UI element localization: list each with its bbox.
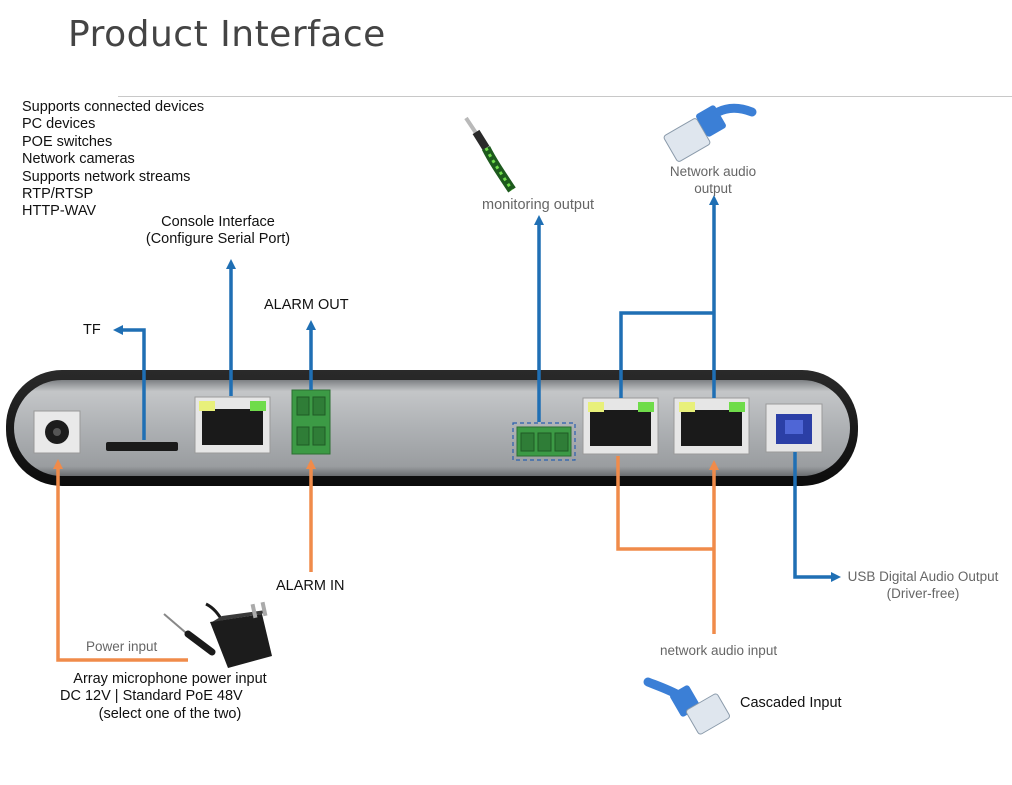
audio-jack-cable-icon — [464, 116, 516, 193]
monitoring-output-terminal — [512, 422, 576, 461]
ethernet-cable-icon — [643, 677, 730, 735]
alarm-out-label: ALARM OUT — [264, 297, 349, 313]
usb-b-port — [765, 403, 823, 453]
network-rj45-port-1 — [582, 397, 659, 455]
usb-digital-audio-output-label: USB Digital Audio Output (Driver-free) — [847, 569, 999, 602]
cascaded-input-label: Cascaded Input — [740, 695, 842, 711]
power-description: Array microphone power input DC 12V | St… — [60, 671, 267, 722]
supported-devices-list: Supports connected devices PC devices PO… — [22, 99, 204, 221]
input-arrows — [53, 456, 719, 662]
title-divider — [118, 96, 1012, 97]
list-item: HTTP-WAV — [22, 203, 97, 220]
list-item: RTP/RTSP — [22, 186, 94, 203]
page-title: Product Interface — [68, 14, 386, 55]
list-item: Supports connected devices — [22, 99, 205, 115]
alarm-in-label: ALARM IN — [276, 578, 345, 594]
list-item: POE switches — [22, 133, 113, 150]
power-adapter-icon — [163, 601, 272, 668]
power-input-label: Power input — [86, 639, 158, 654]
tf-card-slot — [106, 442, 178, 451]
tf-label: TF — [83, 322, 101, 338]
output-arrows — [113, 195, 841, 582]
network-audio-output-label: Network audio output — [669, 164, 757, 197]
console-interface-label: Console Interface (Configure Serial Port… — [145, 214, 291, 248]
monitoring-output-label: monitoring output — [482, 197, 595, 213]
ethernet-cable-icon — [663, 103, 757, 162]
list-item: PC devices — [22, 116, 96, 133]
network-audio-input-label: network audio input — [660, 643, 778, 658]
alarm-terminal-block — [291, 389, 331, 455]
list-item: Network cameras — [22, 151, 135, 168]
list-item: Supports network streams — [22, 168, 191, 185]
network-rj45-port-2 — [673, 397, 750, 455]
dc-power-jack — [33, 410, 81, 454]
console-rj45-port — [194, 396, 271, 454]
